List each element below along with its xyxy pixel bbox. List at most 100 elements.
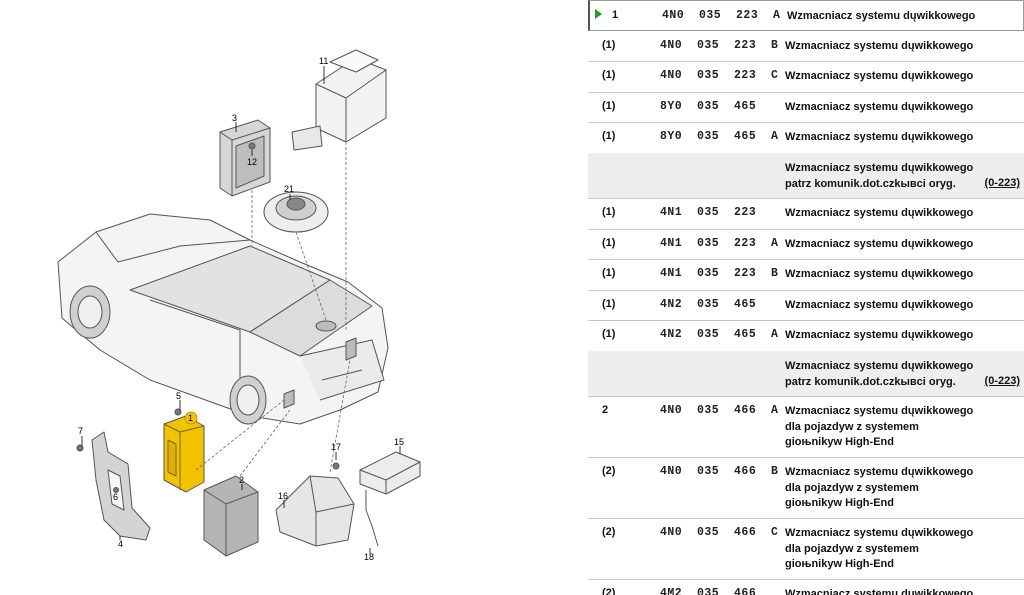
part-description-line: Wzmacniacz systemu dųwikkowego (787, 10, 976, 22)
part-description: Wzmacniacz systemu dųwikkowego (785, 130, 973, 146)
part-description: Wzmacniacz systemu dųwikkowego (785, 298, 973, 314)
parts-row[interactable]: 1 4N0 035 223 A Wzmacniacz systemu dųwikko… (588, 0, 1024, 31)
part-position: (1) (602, 39, 616, 51)
part-number: 4N2 035 465 (660, 298, 757, 311)
parts-row[interactable]: (1) 4N1 035 223 A Wzmacniacz systemu dųwik… (588, 229, 1024, 260)
part-description: Wzmacniacz systemu dųwikkowego (785, 237, 973, 253)
part-number: 8Y0 035 465 A (660, 130, 779, 143)
amplifier-1-drawing (163, 415, 205, 493)
callout-1: 1 (188, 413, 193, 423)
parts-row[interactable]: (1) 4N2 035 465 Wzmacniacz systemu dųwikko… (588, 290, 1024, 321)
part-number: 4M2 035 466 (660, 587, 757, 595)
part-number: 4N0 035 223 B (660, 39, 779, 52)
part-position: (1) (602, 130, 616, 142)
parts-row[interactable]: 2 4N0 035 466 A Wzmacniacz systemu dųwikko… (588, 396, 1024, 458)
module-3-drawing (219, 119, 271, 197)
part-number: 4N0 035 223 A (662, 9, 781, 22)
part-description-line: Wzmacniacz systemu dųwikkowego (785, 527, 974, 539)
part-description: Wzmacniacz systemu dųwikkowego (785, 328, 973, 344)
callout-3: 3 (232, 113, 237, 123)
callout-21: 21 (284, 184, 294, 194)
part-position: (2) (602, 465, 616, 477)
callout-17: 17 (331, 442, 341, 452)
amplifier-2-drawing (203, 475, 259, 557)
part-position: (2) (602, 526, 616, 538)
part-description-line: Wzmacniacz systemu dųwikkowego (785, 131, 974, 143)
callout-6: 6 (113, 492, 118, 502)
part-description-line: Wzmacniacz systemu dųwikkowego (785, 588, 974, 595)
part-description: Wzmacniacz systemu dųwikkowego (785, 267, 973, 283)
part-position: (1) (602, 100, 616, 112)
part-description: Wzmacniacz systemu dųwikkowego dla pojazd… (785, 465, 973, 512)
module-15-drawing (359, 451, 421, 547)
part-description: Wzmacniacz systemu dųwikkowego (785, 69, 973, 85)
parts-row[interactable]: (1) 4N0 035 223 B Wzmacniacz systemu dųwik… (588, 31, 1024, 62)
part-description-line: Wzmacniacz systemu dųwikkowego (785, 329, 974, 341)
callout-7: 7 (78, 426, 83, 436)
parts-row[interactable]: (1) 8Y0 035 465 A Wzmacniacz systemu dųwik… (588, 122, 1024, 154)
part-description-line: Wzmacniacz systemu dųwikkowego (785, 238, 974, 250)
part-number: 4N1 035 223 (660, 206, 757, 219)
parts-row[interactable]: (2) 4N0 035 466 C Wzmacniacz systemu dųwik… (588, 518, 1024, 580)
part-description-line: Wzmacniacz systemu dųwikkowego (785, 101, 974, 113)
part-position: (2) (602, 587, 616, 595)
speaker-21-drawing (263, 191, 329, 233)
part-description: Wzmacniacz systemu dųwikkowego dla pojazd… (785, 526, 973, 573)
callout-15: 15 (394, 437, 404, 447)
callout-12: 12 (247, 157, 257, 167)
part-description: Wzmacniacz systemu dųwikkowego (785, 206, 973, 222)
part-description-line: Wzmacniacz systemu dųwikkowego (785, 40, 974, 52)
callout-2: 2 (239, 475, 244, 485)
part-range-link[interactable]: (0-223) (984, 177, 1020, 189)
part-description-line: dla pojazdyw z systemem (785, 420, 919, 433)
part-position: (1) (602, 69, 616, 81)
part-description-line: gioњnikyw High-End (785, 558, 894, 570)
part-description-line: Wzmacniacz systemu dųwikkowego (785, 162, 974, 174)
part-description: Wzmacniacz systemu dųwikkowego (785, 587, 973, 595)
part-number: 4N0 035 223 C (660, 69, 779, 82)
callout-4: 4 (118, 539, 123, 549)
parts-row[interactable]: (1) 4N1 035 223 B Wzmacniacz systemu dųwik… (588, 259, 1024, 291)
parts-list: 1 4N0 035 223 A Wzmacniacz systemu dųwikko… (588, 0, 1024, 595)
part-description-line: Wzmacniacz systemu dųwikkowego (785, 466, 974, 478)
callout-11: 11 (319, 56, 328, 66)
part-description-line: Wzmacniacz systemu dųwikkowego (785, 405, 974, 417)
part-number: 8Y0 035 465 (660, 100, 757, 113)
callout-5: 5 (176, 391, 181, 401)
selected-row-arrow-icon (595, 9, 602, 19)
parts-row[interactable]: (2) 4M2 035 466 Wzmacniacz systemu dųwikko… (588, 579, 1024, 595)
part-position: (1) (602, 298, 616, 310)
parts-row[interactable]: (2) 4N0 035 466 B Wzmacniacz systemu dųwik… (588, 457, 1024, 519)
parts-row[interactable]: (1) 4N0 035 223 C Wzmacniacz systemu dųwik… (588, 61, 1024, 93)
callout-18: 18 (364, 552, 374, 562)
part-description-line: gioњnikyw High-End (785, 497, 894, 509)
part-number: 4N0 035 466 C (660, 526, 779, 539)
holder-16-drawing (275, 475, 355, 547)
part-number: 4N0 035 466 A (660, 404, 779, 417)
part-number: 4N0 035 466 B (660, 465, 779, 478)
part-description: Wzmacniacz systemu dųwikkowego (787, 9, 975, 25)
part-range-link[interactable]: (0-223) (984, 375, 1020, 387)
part-description-line: dla pojazdyw z systemem (785, 481, 919, 494)
part-description-line: dla pojazdyw z systemem (785, 542, 919, 555)
part-position: (1) (602, 237, 616, 249)
part-description-line: Wzmacniacz systemu dųwikkowego (785, 360, 974, 372)
part-number: 4N1 035 223 A (660, 237, 779, 250)
part-description: Wzmacniacz systemu dųwikkowego dla pojazd… (785, 404, 973, 451)
callout-16: 16 (278, 491, 288, 501)
part-description-line: Wzmacniacz systemu dųwikkowego (785, 207, 974, 219)
part-position: 2 (602, 404, 609, 416)
part-description-line: Wzmacniacz systemu dųwikkowego (785, 299, 974, 311)
part-position: 1 (612, 9, 619, 21)
part-position: (1) (602, 267, 616, 279)
parts-row[interactable]: (1) 8Y0 035 465 Wzmacniacz systemu dųwikko… (588, 92, 1024, 123)
car-drawing (57, 213, 389, 425)
parts-diagram: 11 3 12 21 5 1 7 6 4 2 17 15 16 18 (57, 49, 421, 562)
part-number: 4N1 035 223 B (660, 267, 779, 280)
